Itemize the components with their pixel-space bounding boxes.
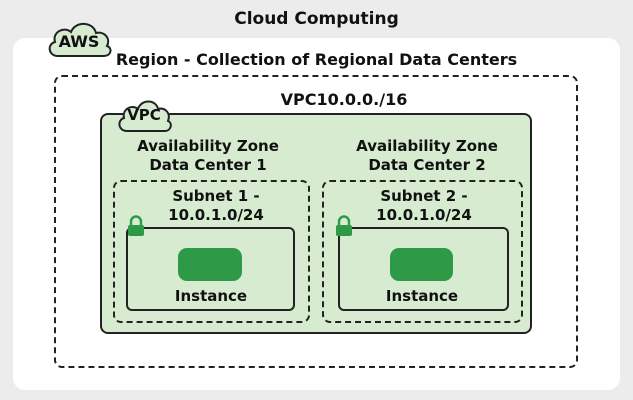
cloud-icon <box>48 22 112 57</box>
instance-1-icon[interactable] <box>178 248 242 281</box>
subnet-2-label: Subnet 2 - 10.0.1.0/24 <box>339 187 509 225</box>
data-center-1-title: Data Center 1 <box>149 156 267 174</box>
lock-icon <box>128 215 144 236</box>
availability-zone-2-title: Availability Zone <box>356 137 498 155</box>
availability-zone-1-label: Availability Zone Data Center 1 <box>98 137 318 175</box>
subnet-1-label: Subnet 1 - 10.0.1.0/24 <box>131 187 301 225</box>
region-label: Region - Collection of Regional Data Cen… <box>115 50 518 69</box>
subnet-2-boundary <box>322 180 523 323</box>
subnet-1-cidr: 10.0.1.0/24 <box>168 206 264 224</box>
data-center-2-title: Data Center 2 <box>368 156 486 174</box>
region-boundary <box>54 75 578 368</box>
subnet-2-name: Subnet 2 - <box>380 187 468 205</box>
vpc-cloud-icon <box>118 100 172 132</box>
subnet-1-boundary <box>113 180 310 323</box>
vpc-tag: VPC <box>127 106 161 124</box>
diagram-title: Cloud Computing <box>234 9 399 29</box>
availability-zone-2-label: Availability Zone Data Center 2 <box>317 137 537 175</box>
subnet-2-cidr: 10.0.1.0/24 <box>376 206 472 224</box>
lock-icon <box>336 215 352 236</box>
instance-1-label: Instance <box>174 287 248 305</box>
aws-label: AWS <box>58 32 100 51</box>
vpc-cidr-label: VPC10.0.0./16 <box>280 90 408 109</box>
instance-2-icon[interactable] <box>390 248 453 281</box>
subnet-1-name: Subnet 1 - <box>172 187 260 205</box>
availability-zone-1-title: Availability Zone <box>137 137 279 155</box>
instance-2-label: Instance <box>385 287 459 305</box>
